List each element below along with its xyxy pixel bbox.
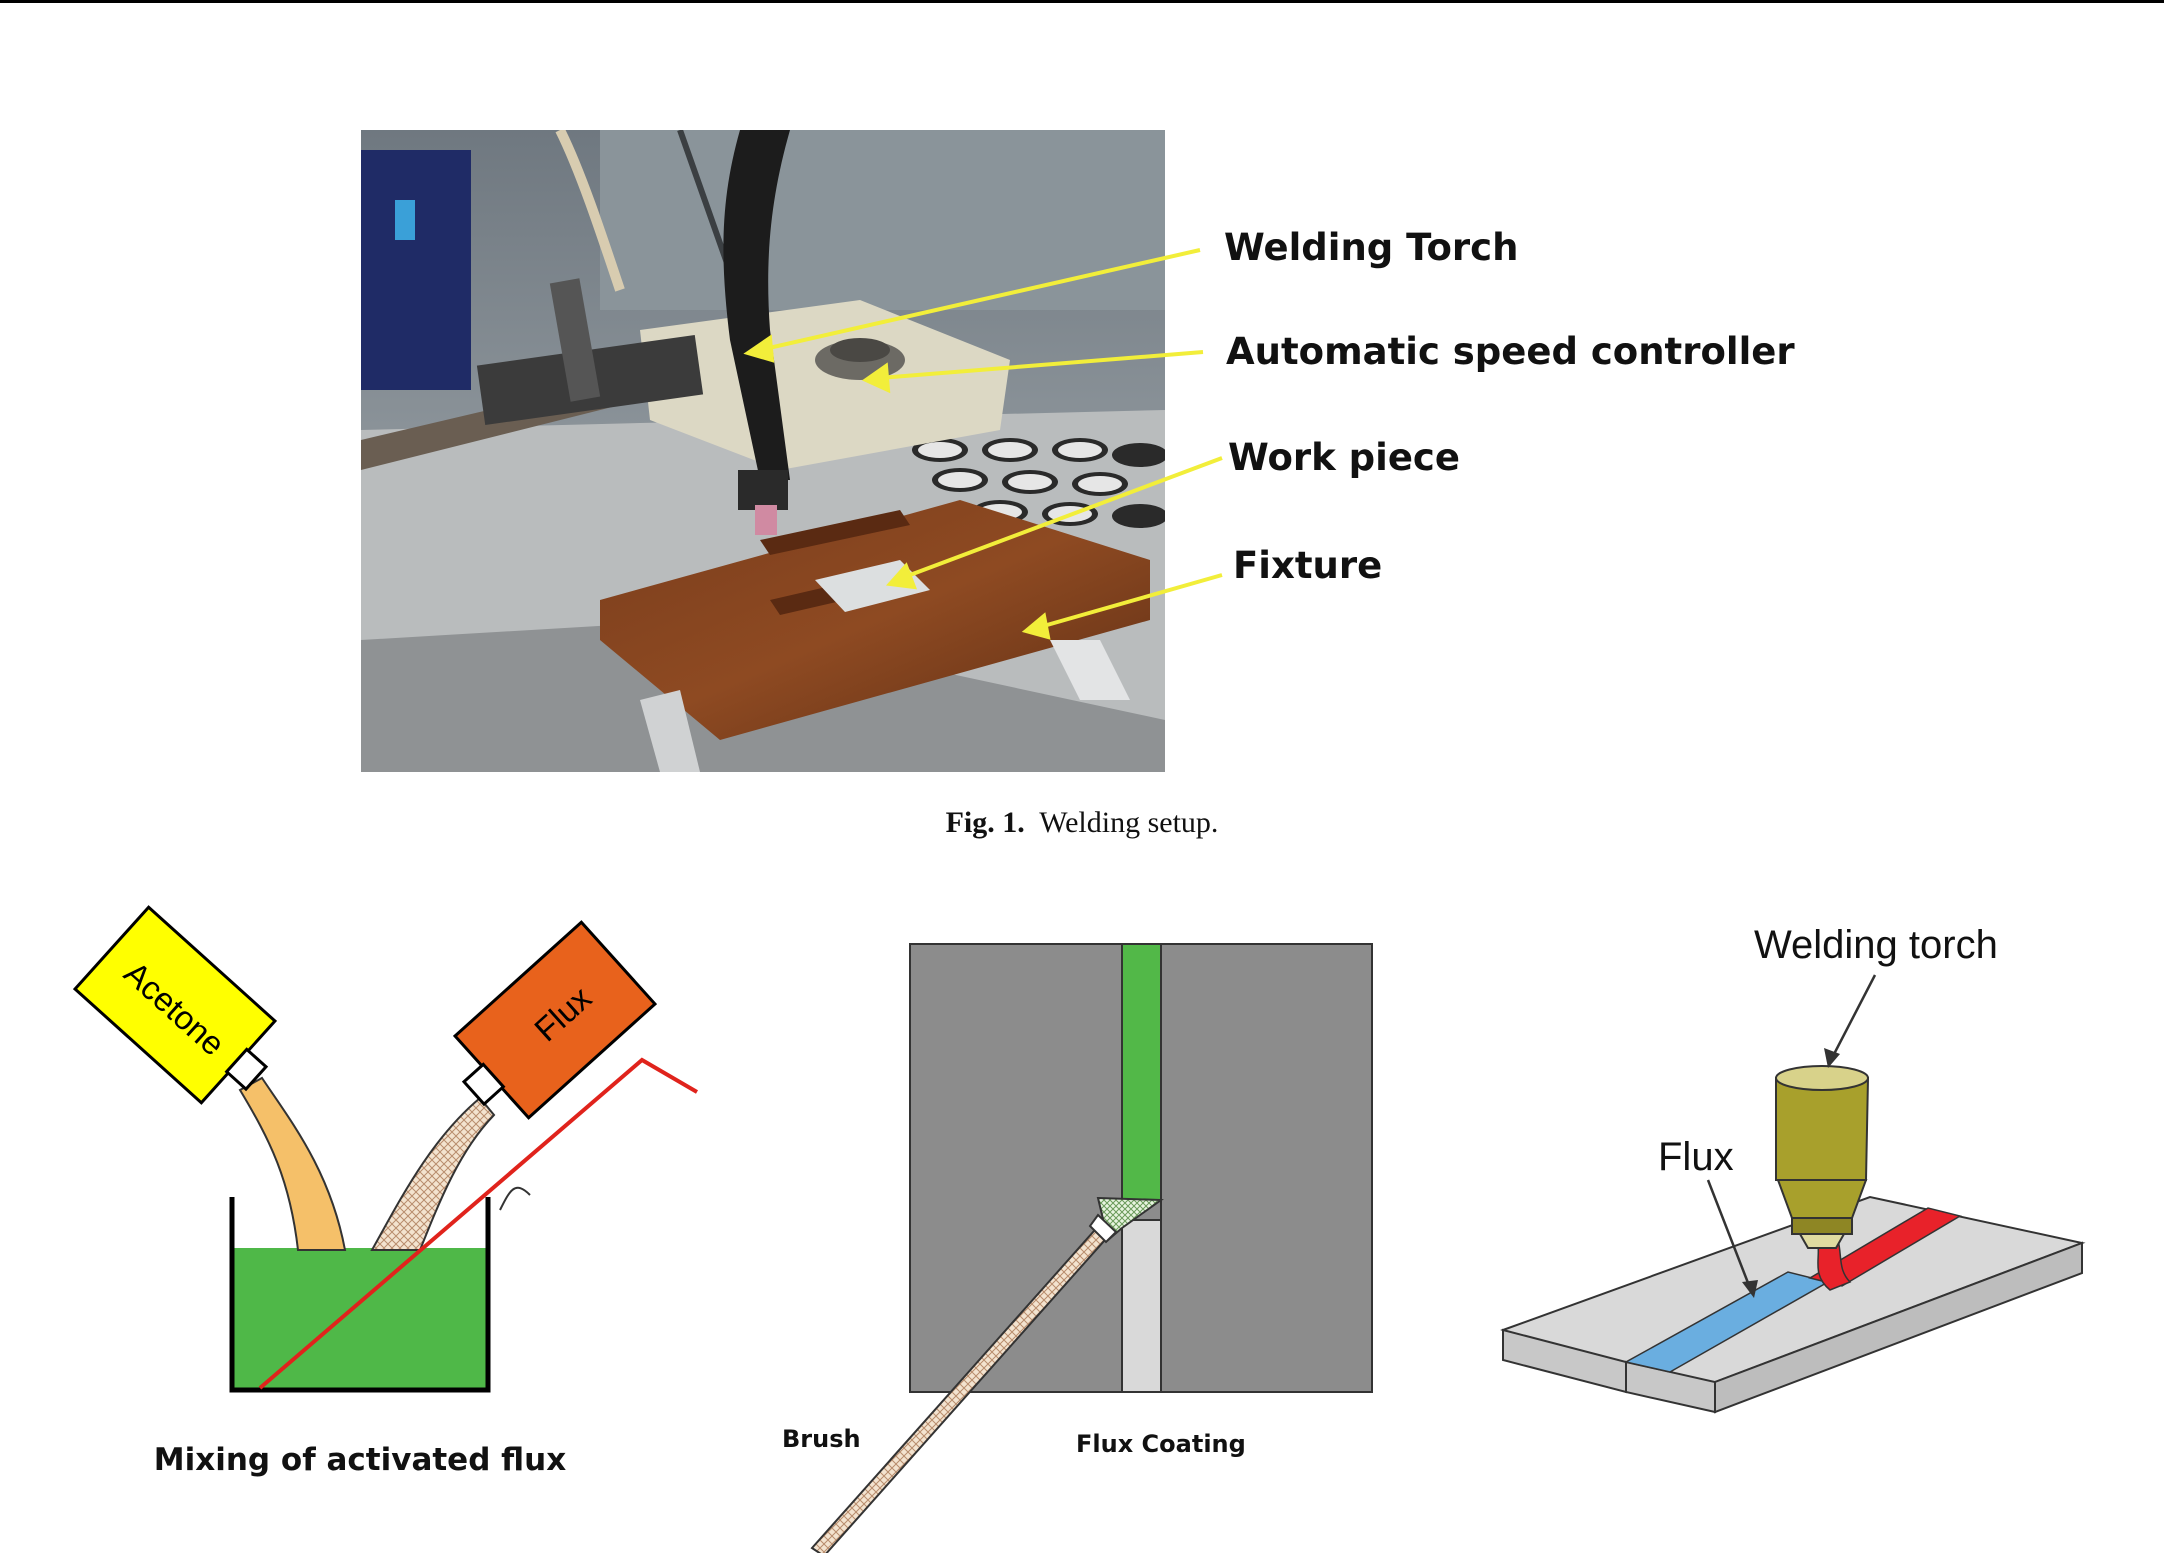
flux-bottle bbox=[452, 920, 658, 1120]
label-welding-torch: Welding Torch bbox=[1224, 226, 1518, 269]
torch-body bbox=[1775, 1077, 1870, 1181]
beaker bbox=[229, 1197, 491, 1393]
brush-label: Brush bbox=[782, 1425, 861, 1453]
welding-setup-photo bbox=[361, 130, 1165, 772]
mixing-caption: Mixing of activated flux bbox=[154, 1442, 566, 1478]
acetone-stream bbox=[238, 1076, 347, 1251]
annotation-arrows bbox=[743, 248, 1223, 640]
label-speed-controller: Automatic speed controller bbox=[1226, 330, 1795, 373]
top-rule bbox=[0, 0, 2164, 3]
label-fixture: Fixture bbox=[1233, 544, 1382, 587]
acetone-bottle bbox=[72, 905, 278, 1105]
label-work-piece: Work piece bbox=[1228, 436, 1460, 479]
figure-caption: Fig. 1. Welding setup. bbox=[0, 806, 2164, 840]
arc bbox=[1817, 1239, 1852, 1291]
mixing-panel: Acetone Flux Mixing of activated flux bbox=[72, 905, 699, 1478]
torch-pointer bbox=[1830, 974, 1877, 1059]
flux-coating-strip bbox=[1121, 943, 1162, 1222]
figure-number: Fig. 1. bbox=[945, 806, 1025, 839]
figure-caption-text: Welding setup. bbox=[1039, 806, 1219, 839]
coating-panel: Brush Flux Coating bbox=[782, 943, 1373, 1553]
welding-torch-label: Welding torch bbox=[1754, 923, 1998, 967]
flux-label: Flux bbox=[1658, 1135, 1734, 1179]
flux-pointer bbox=[1706, 1179, 1752, 1289]
flux-coating-label: Flux Coating bbox=[1076, 1430, 1246, 1458]
mix-liquid bbox=[234, 1248, 486, 1388]
stir-motion-mark bbox=[499, 1186, 531, 1211]
uncoated-joint bbox=[1121, 1219, 1162, 1393]
stirring-rod bbox=[258, 1057, 699, 1390]
flux-stream bbox=[370, 1096, 496, 1251]
torch-panel: Welding torch Flux bbox=[1500, 923, 2086, 1414]
